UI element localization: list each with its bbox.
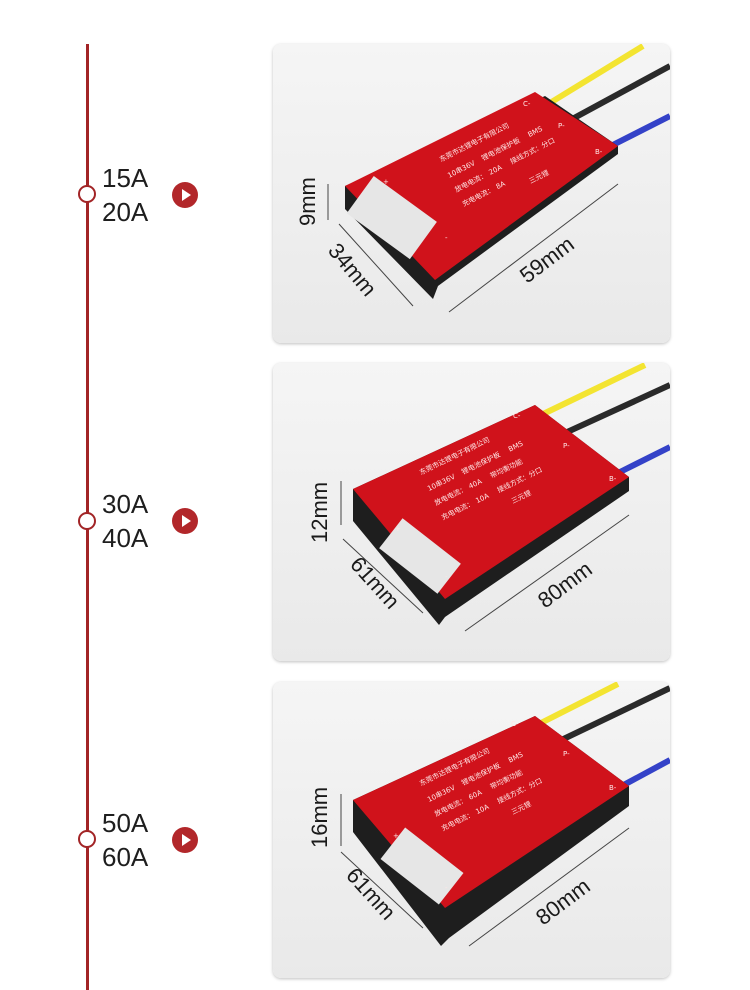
length-dim: 59mm (515, 231, 579, 288)
bms-board-illustration-1: 东莞市达锂电子有限公司 10串36V 锂电池保护板 BMS 放电电流： 20A … (295, 44, 670, 313)
wire-yellow (533, 682, 620, 729)
bms-board-illustration-3: 东莞市达锂电子有限公司 10串36V 锂电池保护板 BMS 放电电流： 60A … (307, 682, 670, 947)
product-card-1: 东莞市达锂电子有限公司 10串36V 锂电池保护板 BMS 放电电流： 20A … (273, 44, 670, 343)
expand-arrow-button-3[interactable] (172, 827, 198, 853)
length-dim: 80mm (533, 556, 597, 613)
width-dim-line (338, 223, 414, 307)
length-dim-line (464, 514, 630, 632)
pcb-plus: + (383, 178, 389, 186)
pin-p: P- (563, 750, 570, 758)
connector (379, 518, 461, 594)
wire-yellow (543, 44, 645, 109)
rating-label-2: 30A 40A (102, 487, 148, 555)
product-card-3: 东莞市达锂电子有限公司 10串36V 锂电池保护板 BMS 放电电流： 60A … (273, 682, 670, 978)
pcb-minus: - (445, 884, 448, 892)
pin-p: P- (563, 442, 570, 450)
expand-arrow-button-1[interactable] (172, 182, 198, 208)
width-dim-line (340, 851, 424, 929)
pin-c: C- (511, 720, 519, 728)
pcb-minus: - (445, 234, 448, 242)
height-dim: 9mm (295, 177, 320, 226)
height-dim: 16mm (307, 787, 332, 848)
rating-line1: 50A (102, 808, 149, 838)
play-arrow-icon (182, 189, 191, 201)
timeline-node-1 (78, 185, 96, 203)
rating-line1: 30A (102, 489, 149, 519)
play-arrow-icon (182, 834, 191, 846)
length-dim: 80mm (531, 873, 595, 930)
length-dim-line (468, 827, 630, 947)
width-dim-line (342, 538, 424, 614)
pin-p: P- (558, 122, 565, 130)
pcb-plus: + (393, 832, 399, 840)
timeline-node-2 (78, 512, 96, 530)
rating-line2: 20A (102, 197, 149, 227)
bms-board-illustration-2: 东莞市达锂电子有限公司 10串36V 锂电池保护板 BMS 放电电流： 40A … (307, 363, 670, 632)
pin-b: B- (609, 475, 617, 483)
pin-c: C- (523, 100, 531, 108)
expand-arrow-button-2[interactable] (172, 508, 198, 534)
rating-label-1: 15A 20A (102, 161, 148, 229)
connector (346, 176, 437, 260)
wire-black (561, 63, 670, 127)
pcb-plus: + (395, 525, 401, 533)
pin-b: B- (609, 784, 617, 792)
rating-line2: 60A (102, 842, 149, 872)
wire-black (563, 382, 670, 436)
wire-blue (616, 444, 670, 476)
rating-line1: 15A (102, 163, 149, 193)
wire-black (551, 685, 670, 747)
width-dim: 34mm (323, 238, 381, 301)
product-card-2: 东莞市达锂电子有限公司 10串36V 锂电池保护板 BMS 放电电流： 40A … (273, 363, 670, 661)
pin-c: C- (513, 412, 521, 420)
length-dim-line (448, 183, 619, 313)
connector (380, 827, 464, 905)
height-dim: 12mm (307, 482, 332, 543)
rating-label-3: 50A 60A (102, 806, 148, 874)
pcb-charge: 8A (495, 180, 507, 191)
pcb-minus: - (445, 573, 448, 581)
pin-b: B- (595, 148, 603, 156)
wire-yellow (539, 363, 647, 418)
rating-line2: 40A (102, 523, 149, 553)
timeline-node-3 (78, 830, 96, 848)
play-arrow-icon (182, 515, 191, 527)
wire-blue (616, 757, 670, 791)
